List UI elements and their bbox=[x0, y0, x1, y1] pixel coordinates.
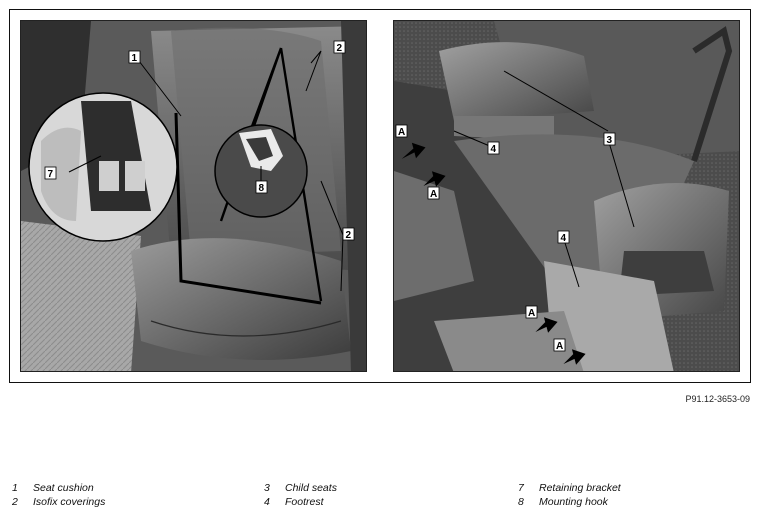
photo-rear-seat-isofix: 1 2 2 7 8 bbox=[20, 20, 367, 372]
callout-4-bottom: 4 bbox=[557, 230, 570, 244]
arrow-a-1 bbox=[401, 142, 426, 159]
callout-a-1: A bbox=[395, 124, 408, 138]
callout-4-top: 4 bbox=[487, 141, 500, 155]
rear-seat-illustration: 1 2 2 7 8 bbox=[21, 21, 366, 371]
callout-8: 8 bbox=[255, 180, 268, 194]
svg-text:A: A bbox=[398, 127, 405, 138]
callout-a-3: A bbox=[525, 305, 538, 319]
photo-child-seats-footrest: A A A A 3 4 4 bbox=[393, 20, 740, 372]
arrow-a-4 bbox=[563, 349, 586, 365]
svg-text:2: 2 bbox=[337, 43, 343, 54]
arrow-a-2 bbox=[423, 171, 446, 187]
svg-text:A: A bbox=[556, 341, 563, 352]
svg-text:8: 8 bbox=[259, 183, 265, 194]
arrow-a-3 bbox=[535, 317, 558, 333]
callout-1: 1 bbox=[128, 50, 141, 64]
svg-text:7: 7 bbox=[48, 169, 54, 180]
svg-text:A: A bbox=[528, 308, 535, 319]
figure-reference: P91.12-3653-09 bbox=[685, 394, 750, 404]
callout-a-4: A bbox=[553, 338, 566, 352]
svg-text:A: A bbox=[430, 189, 437, 200]
callout-2-bottom: 2 bbox=[342, 227, 355, 241]
callout-2-top: 2 bbox=[333, 40, 346, 54]
callout-3: 3 bbox=[603, 132, 616, 146]
callout-7: 7 bbox=[44, 166, 57, 180]
svg-text:1: 1 bbox=[132, 53, 138, 64]
callout-a-2: A bbox=[427, 186, 440, 200]
svg-text:4: 4 bbox=[491, 144, 497, 155]
svg-text:2: 2 bbox=[346, 230, 352, 241]
svg-text:3: 3 bbox=[607, 135, 613, 146]
svg-text:4: 4 bbox=[561, 233, 567, 244]
child-seats-illustration: A A A A 3 4 4 bbox=[394, 21, 739, 371]
